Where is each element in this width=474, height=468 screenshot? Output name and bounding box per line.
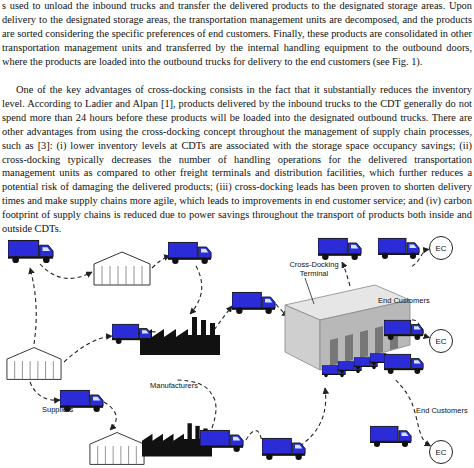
- flow-line: [300, 388, 326, 446]
- truck-icon: [370, 426, 411, 447]
- flow-line: [104, 402, 116, 430]
- flow-arrow: [412, 320, 429, 338]
- flow-line: [214, 306, 232, 330]
- terminal-node: Cross-Docking Terminal: [268, 258, 412, 380]
- trucks: [8, 238, 423, 460]
- group-label: End Customers: [416, 406, 468, 415]
- body-paragraph: One of the key advantages of cross-docki…: [2, 83, 472, 236]
- truck-icon: [384, 320, 423, 340]
- flow-line: [30, 382, 60, 400]
- factory-icon: [140, 317, 220, 355]
- flow-line: [342, 262, 350, 286]
- warehouse-icon: [94, 252, 150, 285]
- truck-icon: [262, 438, 305, 460]
- customer-circle: EC: [429, 329, 453, 353]
- suppliers: [7, 252, 150, 464]
- group-label: End Customers: [378, 296, 430, 305]
- flow-line: [40, 264, 92, 278]
- warehouse-icon: [90, 433, 144, 465]
- customer-circle: EC: [429, 440, 453, 464]
- truck-icon: [8, 240, 53, 263]
- warehouse-icon: [7, 348, 61, 380]
- flow-line: [246, 430, 262, 442]
- truck-icon: [318, 238, 361, 260]
- customer-circle: EC: [429, 236, 453, 260]
- body-paragraph: s used to unload the inbound trucks and …: [2, 0, 472, 69]
- flow-line: [30, 268, 36, 344]
- flow-line: [190, 266, 202, 314]
- node-text: EC: [435, 244, 446, 253]
- truck-icon: [378, 238, 419, 259]
- node-text: EC: [435, 337, 446, 346]
- flow-arrow: [412, 249, 429, 266]
- group-label: Manufacturers: [150, 381, 198, 390]
- truck-icon: [384, 354, 423, 374]
- node-text: Cross-Docking Terminal: [282, 260, 346, 278]
- truck-icon: [232, 292, 275, 314]
- node-text: EC: [435, 448, 446, 457]
- flow-lines: [30, 256, 350, 451]
- truck-icon: [200, 430, 243, 452]
- group-label: Suppliers: [42, 405, 73, 414]
- flow-line: [64, 336, 112, 362]
- truck-icon: [168, 242, 211, 264]
- truck-icon: [112, 324, 151, 344]
- flow-line: [152, 256, 170, 268]
